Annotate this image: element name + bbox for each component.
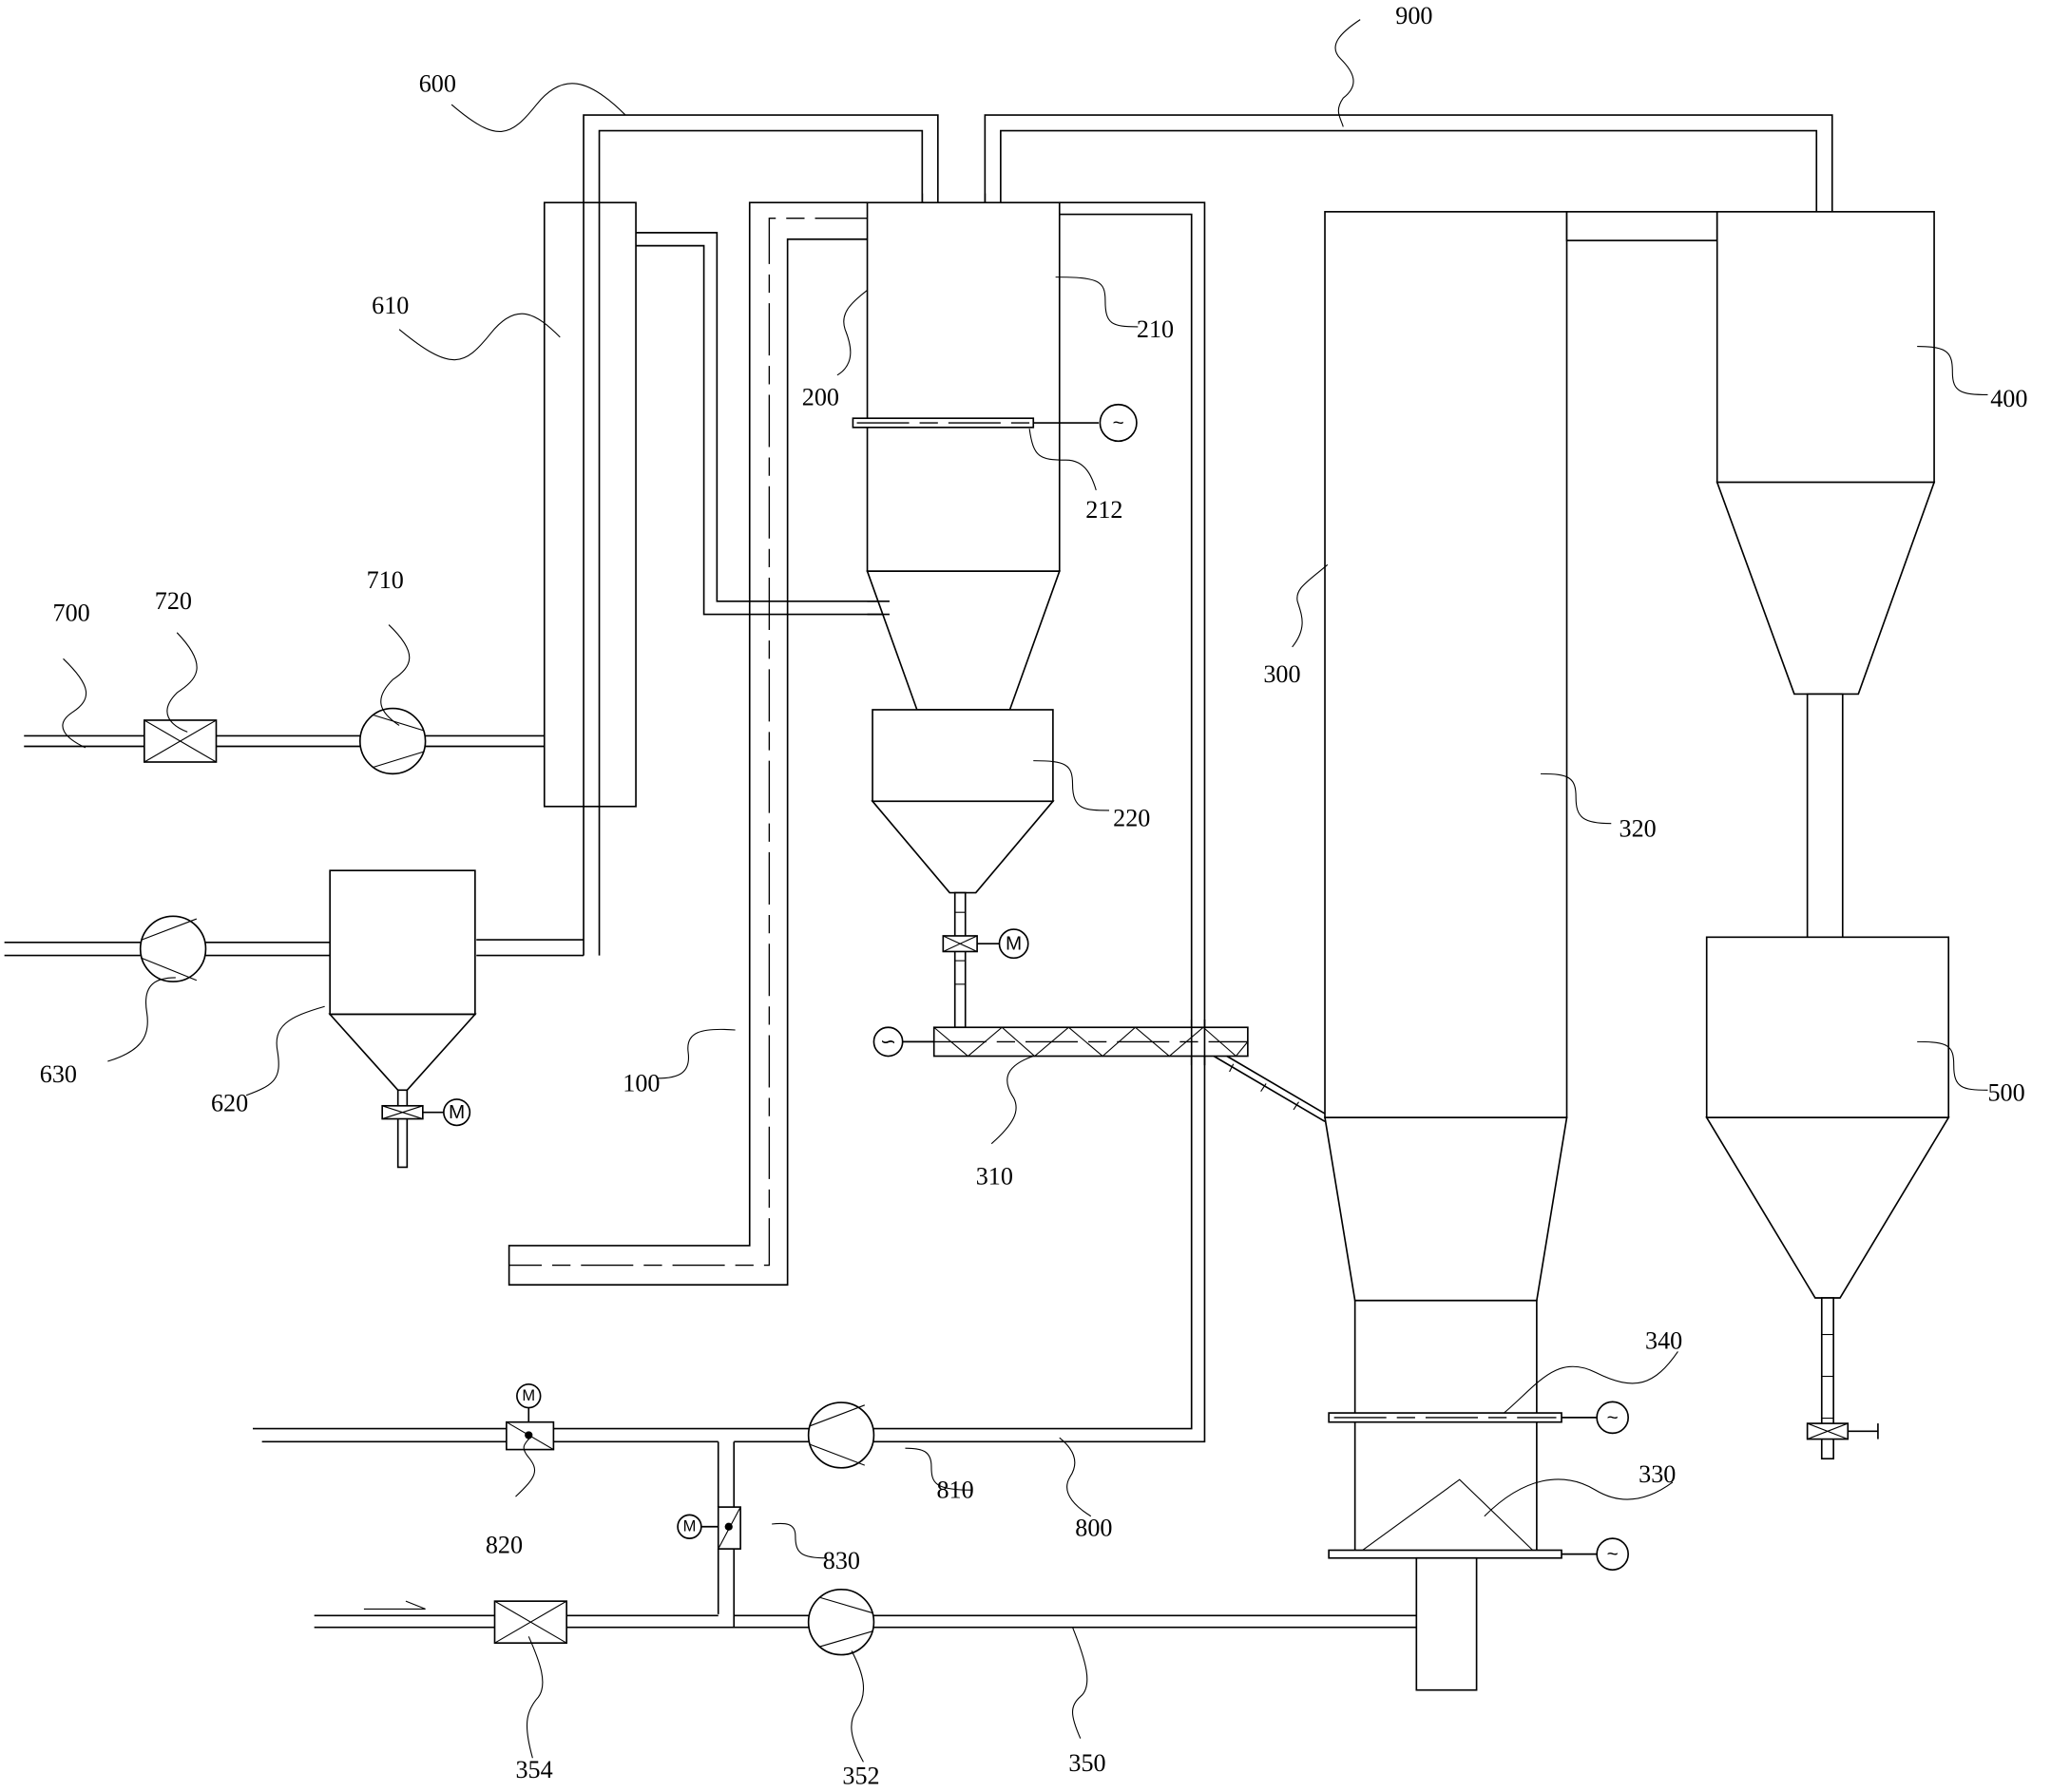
valve-354 bbox=[493, 1600, 567, 1645]
label-300: 300 bbox=[1263, 660, 1300, 688]
separator-620: M bbox=[328, 869, 477, 1169]
label-340: 340 bbox=[1645, 1327, 1682, 1355]
power-icon: ~ bbox=[1113, 412, 1124, 434]
dryer-200 bbox=[866, 201, 1061, 711]
duct-100 bbox=[508, 201, 868, 1287]
pipe-800-inlet bbox=[252, 1427, 812, 1628]
label-212: 212 bbox=[1085, 496, 1122, 524]
label-800: 800 bbox=[1075, 1514, 1112, 1541]
label-210: 210 bbox=[1137, 315, 1174, 343]
label-630: 630 bbox=[40, 1060, 77, 1088]
label-720: 720 bbox=[155, 587, 192, 615]
label-220: 220 bbox=[1113, 804, 1150, 831]
cyclone-400 bbox=[1716, 211, 1936, 939]
collector-500 bbox=[1705, 936, 1950, 1460]
pipe-350 bbox=[314, 1600, 1417, 1629]
pipe-800 bbox=[873, 201, 1206, 1443]
distributor-330: ~ bbox=[1328, 1478, 1629, 1691]
motor-icon: M bbox=[449, 1101, 465, 1123]
motor-icon: M bbox=[522, 1387, 535, 1404]
heat-exchanger-610 bbox=[543, 201, 637, 808]
reactor-300 bbox=[1324, 211, 1718, 1554]
valve-830: M bbox=[677, 1506, 741, 1550]
motor-icon: M bbox=[1006, 933, 1022, 955]
power-icon: ∽ bbox=[880, 1031, 896, 1053]
label-350: 350 bbox=[1068, 1749, 1105, 1777]
screw-conveyor-310: ∽ bbox=[872, 1026, 1326, 1123]
label-710: 710 bbox=[367, 566, 404, 594]
label-100: 100 bbox=[623, 1070, 660, 1097]
label-820: 820 bbox=[486, 1531, 523, 1558]
valve-720 bbox=[143, 719, 218, 763]
pump-710 bbox=[358, 707, 427, 775]
label-500: 500 bbox=[1987, 1078, 2024, 1106]
pump-810 bbox=[807, 1401, 875, 1469]
label-330: 330 bbox=[1639, 1460, 1676, 1488]
label-700: 700 bbox=[53, 599, 90, 626]
label-310: 310 bbox=[976, 1162, 1013, 1190]
heater-212: ~ bbox=[852, 403, 1138, 443]
leader-lines bbox=[62, 19, 1988, 1763]
pipe-700 bbox=[24, 734, 545, 748]
heater-340: ~ bbox=[1328, 1401, 1629, 1435]
pump-630 bbox=[139, 915, 207, 982]
pipe-630 bbox=[4, 942, 331, 957]
label-400: 400 bbox=[1990, 385, 2027, 412]
motor-icon: M bbox=[683, 1518, 697, 1535]
hopper-220: M bbox=[871, 709, 1055, 1029]
label-830: 830 bbox=[823, 1547, 860, 1574]
label-320: 320 bbox=[1620, 814, 1657, 842]
labels: 600 610 700 720 710 630 620 100 200 210 … bbox=[40, 2, 2028, 1790]
label-354: 354 bbox=[516, 1756, 553, 1783]
pump-352 bbox=[807, 1588, 875, 1656]
label-352: 352 bbox=[842, 1763, 879, 1790]
power-icon: ~ bbox=[1607, 1406, 1619, 1428]
label-620: 620 bbox=[211, 1089, 248, 1116]
power-icon: ~ bbox=[1607, 1543, 1619, 1565]
valve-820: M bbox=[506, 1382, 555, 1451]
label-200: 200 bbox=[802, 383, 839, 410]
pipe-610-to-200 bbox=[636, 232, 890, 616]
label-810: 810 bbox=[936, 1476, 973, 1503]
pipe-900 bbox=[984, 114, 1833, 212]
label-610: 610 bbox=[372, 292, 409, 319]
label-900: 900 bbox=[1395, 2, 1432, 29]
label-600: 600 bbox=[419, 69, 456, 97]
